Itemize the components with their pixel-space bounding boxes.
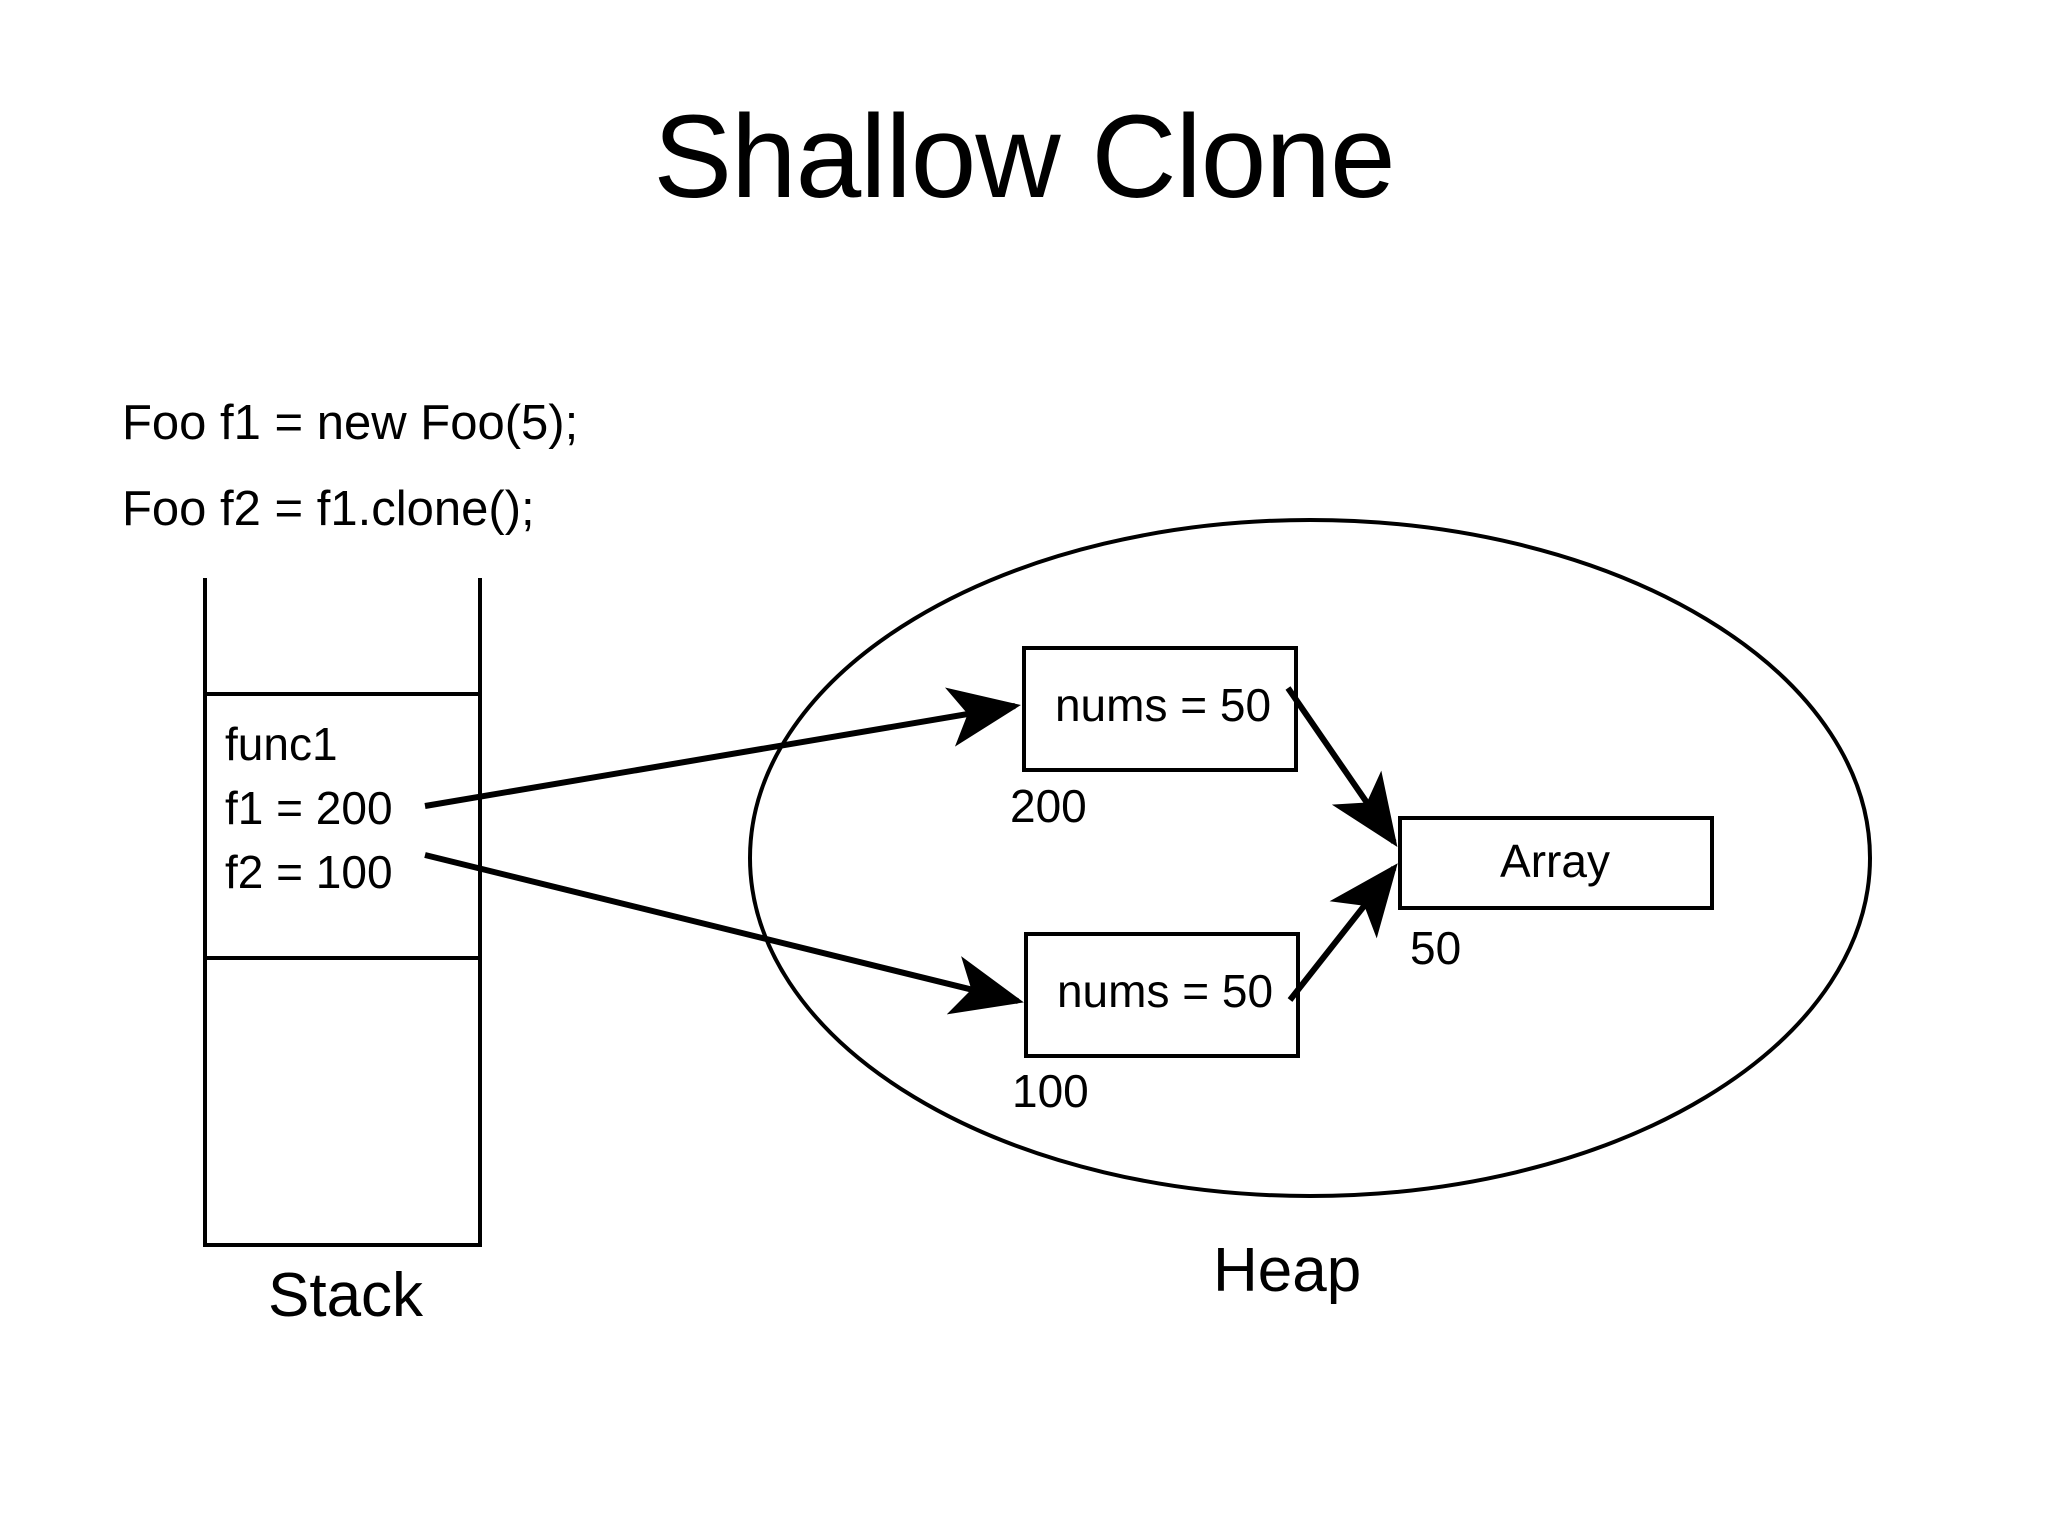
heap-address-50: 50 xyxy=(1410,922,1462,974)
heap-caption: Heap xyxy=(1213,1236,1362,1305)
stack-container xyxy=(203,578,482,1247)
heap-object-label-200: nums = 50 xyxy=(1054,679,1272,731)
page-title: Shallow Clone xyxy=(653,91,1395,223)
heap-object-box-200 xyxy=(1022,646,1298,772)
heap-array-label: Array xyxy=(1500,835,1610,887)
code-line: Foo f1 = new Foo(5); xyxy=(122,396,579,450)
stack-caption: Stack xyxy=(268,1261,424,1330)
pointer-arrow-foo100-to-array xyxy=(1287,863,1398,1002)
stack-variable-f2: f2 = 100 xyxy=(225,846,393,898)
stack-frame-name: func1 xyxy=(225,718,338,770)
heap-address-200: 200 xyxy=(1010,780,1087,832)
stack-frame-contents: func1 f1 = 200 f2 = 100 xyxy=(225,712,393,904)
heap-object-label-100: nums = 50 xyxy=(1056,965,1274,1017)
pointer-arrow-f2-to-foo100 xyxy=(424,852,1024,1015)
heap-address-100: 100 xyxy=(1012,1065,1089,1117)
heap-object-box-100 xyxy=(1024,932,1300,1058)
code-snippet: Foo f1 = new Foo(5); Foo f2 = f1.clone()… xyxy=(122,380,578,552)
code-line: Foo f2 = f1.clone(); xyxy=(122,482,535,536)
heap-boundary-ellipse xyxy=(748,518,1872,1198)
stack-variable-f1: f1 = 200 xyxy=(225,782,393,834)
pointer-arrow-f1-to-foo200 xyxy=(424,687,1021,809)
pointer-arrow-foo200-to-array xyxy=(1285,686,1398,847)
heap-array-box xyxy=(1398,816,1714,910)
